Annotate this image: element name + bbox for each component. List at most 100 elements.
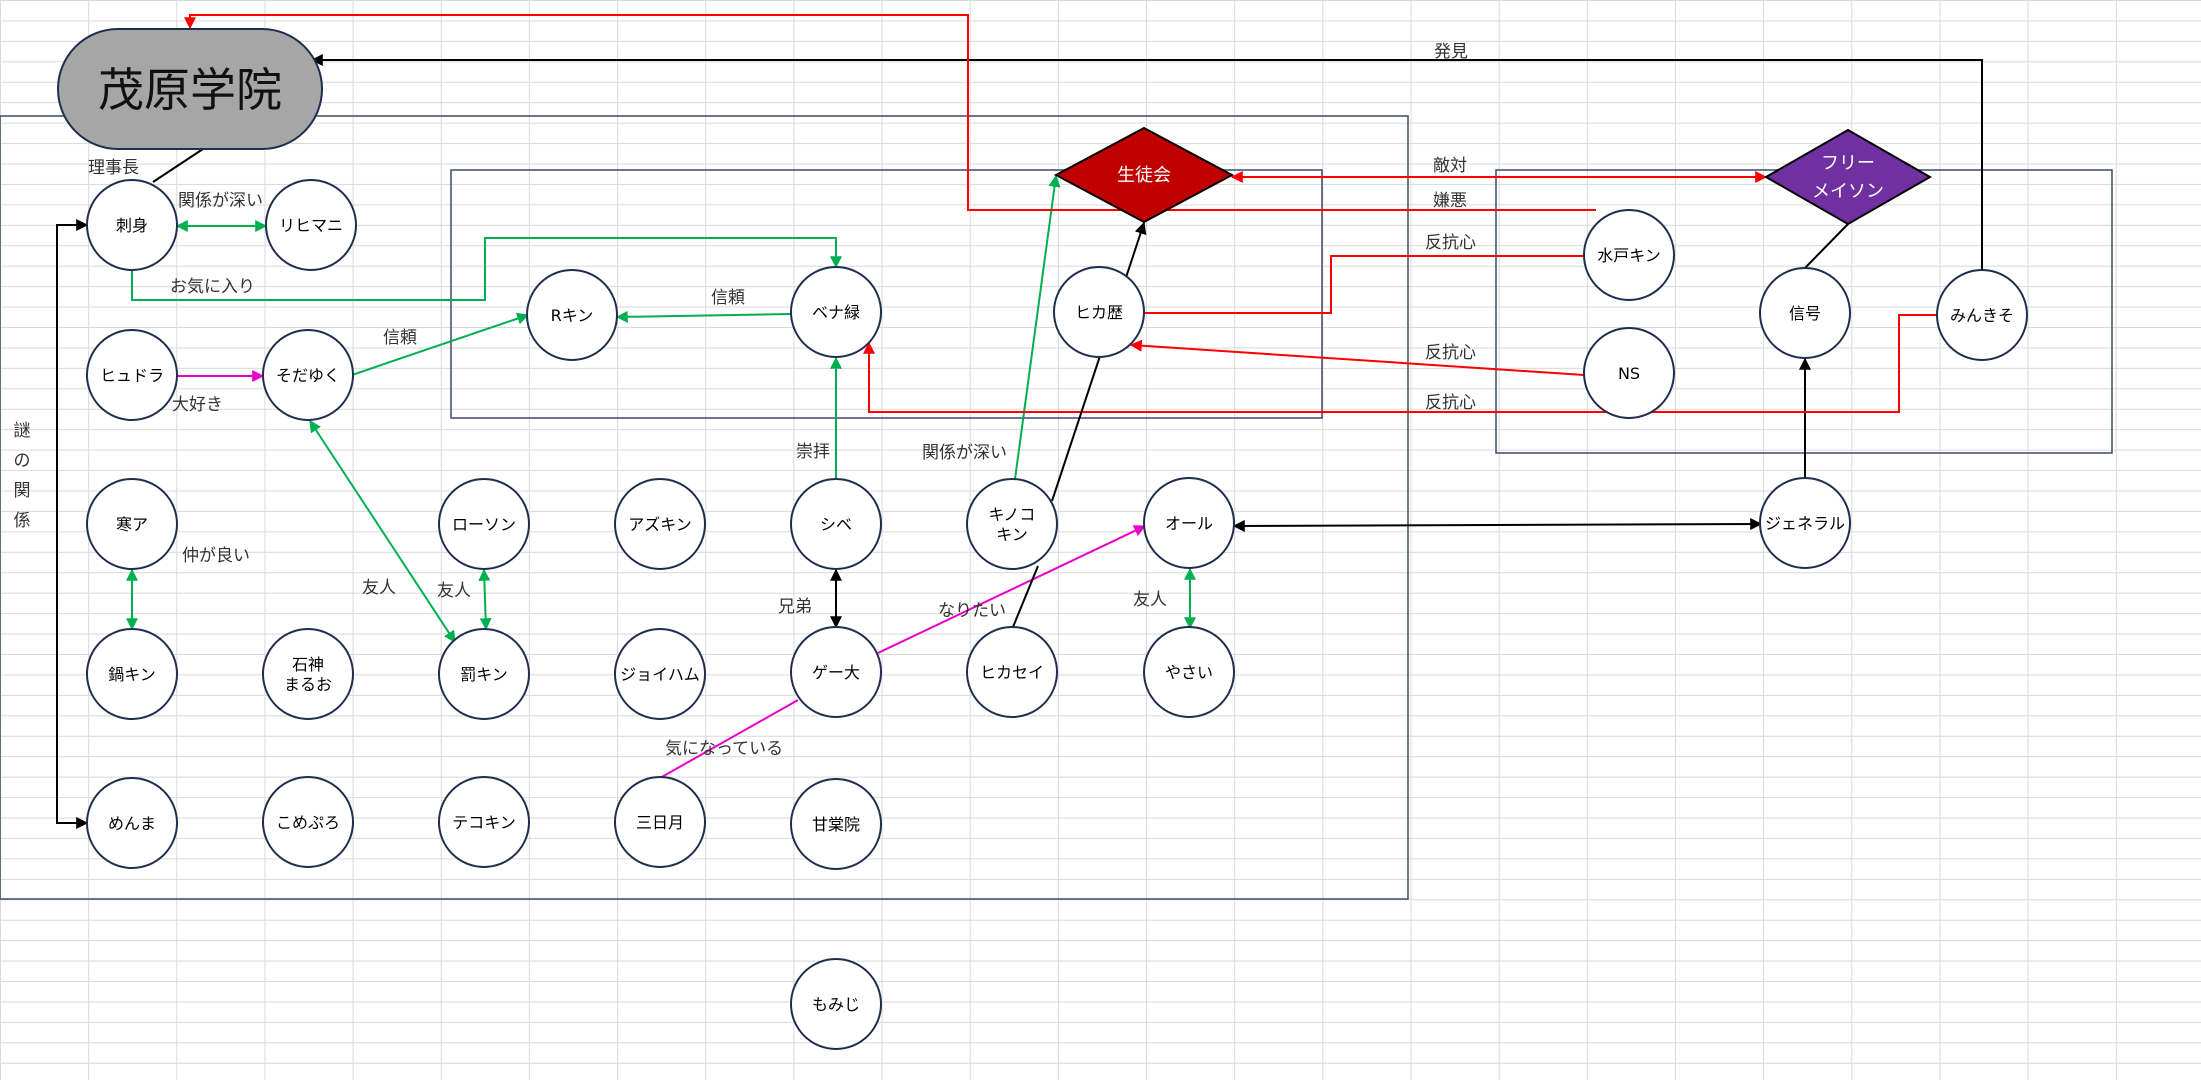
circle-azukin: [614, 478, 706, 570]
edge-label-ooru-yasai: 友人: [1133, 590, 1167, 610]
node-shibe[interactable]: シベ: [790, 478, 882, 570]
circle-rihimani: [265, 179, 357, 271]
edge-label-mikazuki-gedai: 気になっている: [665, 739, 783, 759]
node-label-mitokin: 水戸キン: [1597, 246, 1661, 265]
node-label-yasai: やさい: [1165, 663, 1213, 682]
node-mikazuki[interactable]: 三日月: [614, 776, 706, 868]
edge-minkiso-benamidori: [863, 314, 1937, 413]
edge-label-sodayuku-rkin: 信頼: [383, 328, 417, 348]
edge-school-sashimi: [152, 146, 207, 183]
circle-gedai: [790, 626, 882, 718]
circle-joyiham: [614, 628, 706, 720]
circle-kana: [86, 478, 178, 570]
edge-label-kinokokin-seitokai: 関係が深い: [922, 443, 1007, 463]
node-hyudora[interactable]: ヒュドラ: [86, 329, 178, 421]
node-label-general: ジェネラル: [1765, 514, 1845, 533]
edge-ooru-general: [1232, 518, 1763, 532]
node-label-rkin: Rキン: [551, 306, 594, 325]
node-label-bakkin: 罰キン: [460, 665, 508, 684]
node-rooson[interactable]: ローソン: [438, 478, 530, 570]
node-tekokin[interactable]: テコキン: [438, 776, 530, 868]
node-label-benamidori: ベナ緑: [812, 303, 860, 322]
circle-hikasei: [966, 626, 1058, 718]
node-mitokin[interactable]: 水戸キン: [1583, 209, 1675, 301]
node-sodayuku[interactable]: そだゆく: [262, 329, 354, 421]
node-label-amatouin: 甘棠院: [812, 815, 860, 834]
circle-yasai: [1143, 626, 1235, 718]
node-ns[interactable]: NS: [1583, 327, 1675, 419]
node-label-freemason: フリー: [1821, 153, 1875, 174]
edge-label-mitokin-school: 嫌悪: [1433, 191, 1467, 211]
edge-rooson-bakkin: [478, 568, 492, 631]
circle-sodayuku: [262, 329, 354, 421]
node-yasai[interactable]: やさい: [1143, 626, 1235, 718]
node-ooru[interactable]: オール: [1143, 477, 1235, 569]
node-label-hyudora: ヒュドラ: [100, 366, 164, 385]
node-kana[interactable]: 寒ア: [86, 478, 178, 570]
node-joyiham[interactable]: ジョイハム: [614, 628, 706, 720]
edge-label-mitokin-benamidori: 反抗心: [1425, 233, 1476, 253]
node-label-hikasei: ヒカセイ: [980, 663, 1044, 682]
edge-mitokin-school: [184, 14, 1596, 211]
node-seitokai[interactable]: 生徒会: [1053, 126, 1235, 224]
edge-sodayuku-bakkin: [309, 419, 456, 644]
node-nabekin[interactable]: 鍋キン: [86, 628, 178, 720]
edge-label-shibe-benamidori: 崇拝: [796, 442, 830, 462]
node-label-gedai: ゲー大: [812, 663, 860, 682]
edge-shingou-freemason: [1804, 223, 1849, 269]
edge-sashimi-benamidori: [131, 237, 842, 301]
main-area-box: [0, 115, 1409, 900]
school-title: 茂原学院: [98, 63, 282, 117]
node-label-shingou: 信号: [1789, 304, 1821, 323]
node-label-seitokai: 生徒会: [1117, 165, 1171, 186]
node-label-sashimi: 刺身: [116, 216, 148, 235]
school-pill: [57, 28, 323, 150]
edge-mitokin-benamidori: [1144, 255, 1584, 314]
node-benamidori[interactable]: ベナ緑: [790, 266, 882, 358]
edge-gedai-ooru: [877, 525, 1147, 654]
node-label-kinokokin: キン: [996, 525, 1028, 544]
node-label-minkiso: みんきそ: [1950, 306, 2014, 325]
circle-kinokokin: [966, 478, 1058, 570]
edge-kinokokin-seitokai: [1014, 174, 1061, 480]
node-label-freemason: メイソン: [1812, 181, 1884, 202]
circle-shingou: [1759, 267, 1851, 359]
edge-label-hyudora-sodayuku: 大好き: [172, 395, 223, 415]
node-sashimi[interactable]: 刺身: [86, 179, 178, 271]
node-rkin[interactable]: Rキン: [526, 269, 618, 361]
edge-label-gedai-ooru: なりたい: [938, 601, 1006, 621]
node-gedai[interactable]: ゲー大: [790, 626, 882, 718]
node-label-azukin: アズキン: [628, 515, 692, 534]
edge-kinokokin-seitokai-black: [1051, 221, 1147, 502]
circle-momiji: [790, 958, 882, 1050]
node-label-menma: めんま: [108, 814, 156, 833]
circle-hikareki: [1053, 266, 1145, 358]
node-menma[interactable]: めんま: [86, 777, 178, 869]
node-amatouin[interactable]: 甘棠院: [790, 778, 882, 870]
school-node[interactable]: 茂原学院: [57, 28, 323, 150]
circle-komepuro: [262, 776, 354, 868]
node-minkiso[interactable]: みんきそ: [1936, 269, 2028, 361]
node-hikareki[interactable]: ヒカ歴: [1053, 266, 1145, 358]
node-azukin[interactable]: アズキン: [614, 478, 706, 570]
node-label-komepuro: こめぷろ: [276, 813, 340, 832]
node-general[interactable]: ジェネラル: [1759, 477, 1851, 569]
edge-label-sashimi-benamidori: お気に入り: [170, 277, 255, 297]
node-komepuro[interactable]: こめぷろ: [262, 776, 354, 868]
node-hikasei[interactable]: ヒカセイ: [966, 626, 1058, 718]
edge-label-minkiso-benamidori: 反抗心: [1425, 393, 1476, 413]
node-shingou[interactable]: 信号: [1759, 267, 1851, 359]
student-council-box: [450, 169, 1323, 419]
edge-label-benamidori-rkin: 信頼: [711, 288, 745, 308]
side-label-char: の: [14, 451, 31, 471]
node-momiji[interactable]: もみじ: [790, 958, 882, 1050]
node-bakkin[interactable]: 罰キン: [438, 628, 530, 720]
node-label-kinokokin: キノコ: [989, 505, 1036, 524]
node-rihimani[interactable]: リヒマニ: [265, 179, 357, 271]
circle-minkiso: [1936, 269, 2028, 361]
node-label-rihimani: リヒマニ: [279, 216, 343, 235]
